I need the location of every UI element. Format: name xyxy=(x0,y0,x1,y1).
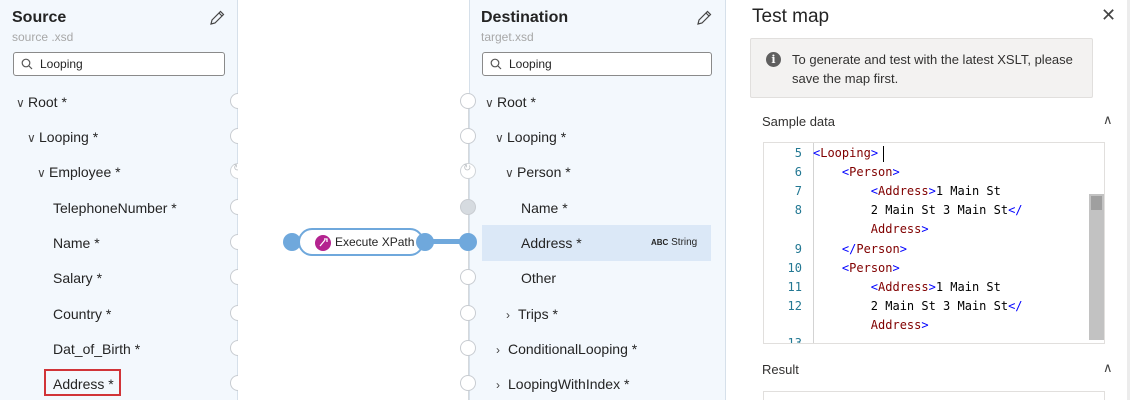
code-line: 2 Main St 3 Main St</ xyxy=(870,203,1023,217)
address-highlight-box xyxy=(44,369,121,396)
function-input-handle[interactable] xyxy=(283,233,301,251)
source-node-dat-of-birth[interactable]: Dat_of_Birth * xyxy=(53,341,141,357)
info-message-text: To generate and test with the latest XSL… xyxy=(792,52,1073,86)
source-node-country[interactable]: Country * xyxy=(53,306,112,322)
destination-handle-name[interactable] xyxy=(460,199,476,215)
editor-scrollbar-thumb[interactable] xyxy=(1091,196,1102,210)
destination-node-loopingwithindex[interactable]: ›LoopingWithIndex * xyxy=(496,372,629,396)
function-icon xyxy=(315,235,331,251)
result-editor[interactable] xyxy=(763,391,1105,400)
source-edit-pencil-icon[interactable] xyxy=(208,9,226,27)
line-number: 9 xyxy=(794,242,802,256)
loop-icon[interactable] xyxy=(460,163,476,179)
chevron-down-icon[interactable]: ∨ xyxy=(16,96,25,110)
destination-handle-looping[interactable] xyxy=(460,128,476,144)
info-icon: i xyxy=(766,52,781,67)
function-label: Execute XPath xyxy=(335,235,415,249)
line-number: 10 xyxy=(787,261,802,275)
chevron-down-icon[interactable]: ∨ xyxy=(485,96,494,110)
code-line: </Person> xyxy=(841,242,907,256)
code-line: Address> xyxy=(870,318,929,332)
chevron-down-icon[interactable]: ∨ xyxy=(495,131,504,145)
code-line: 2 Main St 3 Main St</ xyxy=(870,299,1023,313)
code-line: <Looping> xyxy=(813,146,879,160)
mapping-canvas[interactable] xyxy=(238,0,469,400)
chevron-up-icon[interactable]: ∧ xyxy=(1103,360,1113,375)
destination-node-person[interactable]: ∨Person * xyxy=(505,160,571,184)
result-label: Result xyxy=(762,362,799,377)
destination-search-box[interactable] xyxy=(482,52,712,76)
source-node-address[interactable]: Address * xyxy=(53,376,114,392)
source-search-input[interactable] xyxy=(40,56,220,72)
chevron-down-icon[interactable]: ∨ xyxy=(37,166,46,180)
source-node-looping[interactable]: ∨Looping * xyxy=(27,125,98,149)
source-title: Source xyxy=(12,9,67,26)
destination-node-other[interactable]: Other xyxy=(521,270,557,286)
destination-title: Destination xyxy=(481,9,569,26)
editor-scrollbar[interactable] xyxy=(1089,194,1104,340)
destination-node-name[interactable]: Name * xyxy=(521,200,568,216)
destination-schema-name: target.xsd xyxy=(481,30,534,44)
destination-node-conditionallooping[interactable]: ›ConditionalLooping * xyxy=(496,337,637,361)
destination-handle-conditionallooping[interactable] xyxy=(460,340,476,356)
line-number: 8 xyxy=(794,203,802,217)
sample-data-label: Sample data xyxy=(762,114,835,129)
chevron-right-icon[interactable]: › xyxy=(496,343,500,357)
line-number: 12 xyxy=(787,299,802,313)
code-line: <Person> xyxy=(841,165,900,179)
chevron-up-icon[interactable]: ∧ xyxy=(1103,112,1113,127)
mapping-connection-line[interactable] xyxy=(432,239,462,244)
search-icon xyxy=(490,58,502,70)
chevron-down-icon[interactable]: ∨ xyxy=(505,166,514,180)
destination-edit-pencil-icon[interactable] xyxy=(695,9,713,27)
destination-selected-row[interactable] xyxy=(482,225,711,261)
destination-node-address[interactable]: Address * xyxy=(521,235,582,251)
destination-handle-root[interactable] xyxy=(460,93,476,109)
source-schema-name: source .xsd xyxy=(12,30,74,44)
destination-handle-trips[interactable] xyxy=(460,305,476,321)
function-output-handle[interactable] xyxy=(416,233,434,251)
chevron-down-icon[interactable]: ∨ xyxy=(27,131,36,145)
text-cursor xyxy=(883,146,884,162)
destination-search-input[interactable] xyxy=(509,56,689,72)
code-line: <Person> xyxy=(841,261,900,275)
pane-scrollbar[interactable] xyxy=(1127,0,1130,400)
line-number: 5 xyxy=(794,146,802,160)
code-line: <Address>1 Main St xyxy=(870,184,1001,198)
destination-handle-loopingwithindex[interactable] xyxy=(460,375,476,391)
close-icon[interactable]: ✕ xyxy=(1101,5,1117,25)
source-node-telephonenumber[interactable]: TelephoneNumber * xyxy=(53,200,177,216)
source-node-salary[interactable]: Salary * xyxy=(53,270,103,286)
test-map-title: Test map xyxy=(752,6,830,27)
source-node-employee[interactable]: ∨Employee * xyxy=(37,160,121,184)
destination-handle-other[interactable] xyxy=(460,269,476,285)
info-message-bar: i To generate and test with the latest X… xyxy=(750,38,1093,98)
line-number: 7 xyxy=(794,184,802,198)
destination-node-root[interactable]: ∨Root * xyxy=(485,90,536,114)
destination-connector-line xyxy=(468,108,469,400)
destination-node-looping[interactable]: ∨Looping * xyxy=(495,125,566,149)
destination-handle-address[interactable] xyxy=(459,233,477,251)
chevron-right-icon[interactable]: › xyxy=(496,378,500,392)
destination-node-trips[interactable]: ›Trips * xyxy=(506,302,558,326)
source-node-root[interactable]: ∨Root * xyxy=(16,90,67,114)
source-search-box[interactable] xyxy=(13,52,225,76)
line-number: 6 xyxy=(794,165,802,179)
search-icon xyxy=(21,58,33,70)
source-node-name[interactable]: Name * xyxy=(53,235,100,251)
line-number: 11 xyxy=(787,280,802,294)
type-badge: ABC String xyxy=(651,237,698,248)
sample-data-editor[interactable]: 5 6 7 8 9 10 11 12 13 <Looping> <Person>… xyxy=(763,142,1105,344)
line-number: 13 xyxy=(787,336,802,344)
code-line: Address> xyxy=(870,222,929,236)
execute-xpath-function-node[interactable]: Execute XPath xyxy=(298,228,424,256)
code-line: <Address>1 Main St xyxy=(870,280,1001,294)
chevron-right-icon[interactable]: › xyxy=(506,308,510,322)
